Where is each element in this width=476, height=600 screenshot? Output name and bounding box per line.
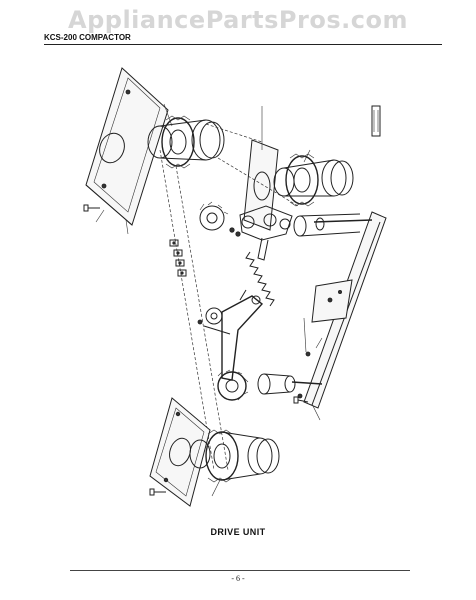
upper-left-mounting-plate <box>85 67 169 226</box>
identification-tag <box>371 105 381 137</box>
right-frame-rail <box>303 211 387 409</box>
lower-left-mounting-plate <box>149 397 211 507</box>
upper-small-gear <box>199 201 241 237</box>
central-drive-lever <box>197 295 264 381</box>
tension-spring <box>239 251 275 307</box>
page-header-title: KCS-200 COMPACTOR <box>44 33 131 42</box>
lower-sprocket-assembly <box>189 429 280 483</box>
idler-arm-assembly <box>239 205 373 261</box>
drive-chain <box>159 123 299 471</box>
footer-rule <box>70 570 410 571</box>
watermark: AppliancePartsPros.com <box>68 6 408 34</box>
diagram-caption: DRIVE UNIT <box>210 527 266 537</box>
leader-lines <box>95 103 323 497</box>
upper-left-sprocket-assembly <box>147 115 225 169</box>
page-number: - 6 - <box>231 574 245 583</box>
lower-sprocket-shaft-assembly <box>217 317 323 401</box>
header-rule <box>44 44 442 45</box>
fasteners <box>83 204 309 496</box>
